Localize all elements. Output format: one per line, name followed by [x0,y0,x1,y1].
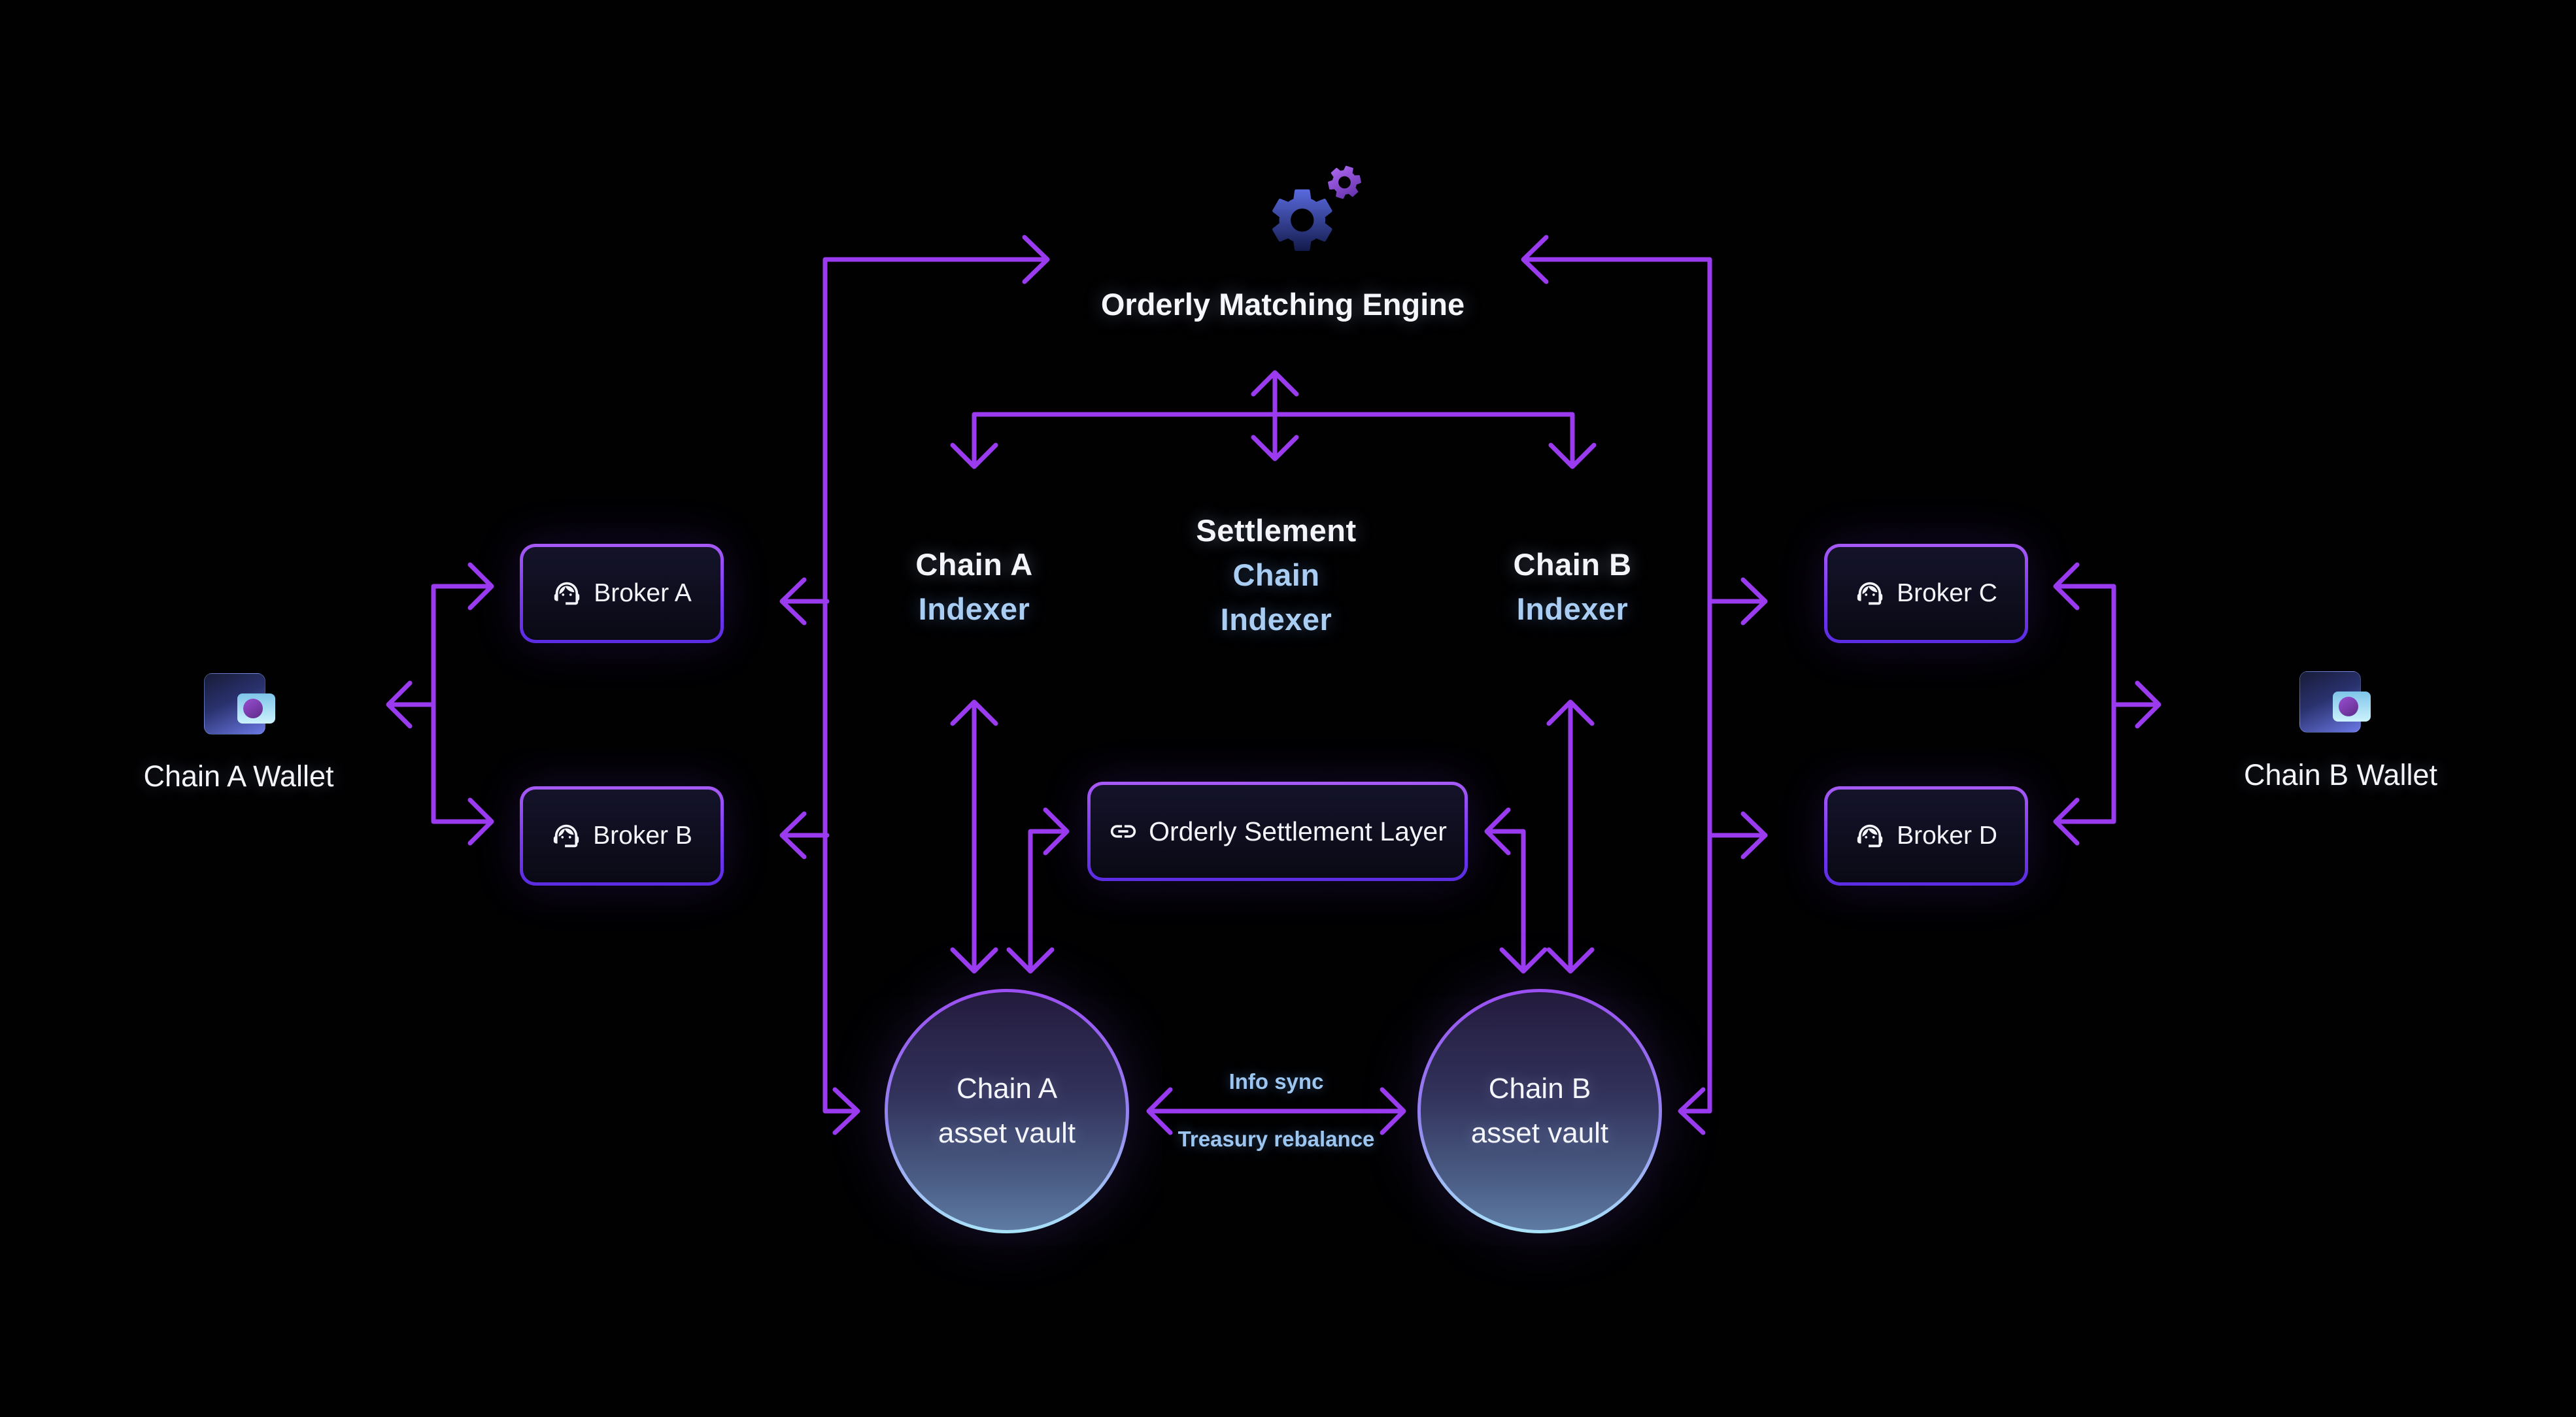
arrow-loop-left [822,235,1050,1135]
arrow-engine-indexers [950,370,1597,469]
broker-b-node: Broker B [520,786,724,886]
chain-a-indexer: Chain A Indexer [843,542,1105,631]
chain-a-indexer-line2: Indexer [918,592,1030,626]
headset-agent-icon [554,582,580,605]
arrow-settlement-right [1484,807,1548,974]
arrow-to-broker-d [1707,811,1768,859]
broker-d-label: Broker D [1897,822,1997,850]
arrow-wallet-b-brokers [2053,562,2161,846]
link-icon [1110,825,1136,838]
vault-b-line1: Chain B [1488,1073,1591,1105]
settlement-layer-label: Orderly Settlement Layer [1149,816,1447,846]
arrow-to-broker-a [779,577,830,625]
broker-d-node: Broker D [1824,786,2028,886]
broker-b-label: Broker B [593,822,692,850]
arrow-loop-right [1521,235,1712,1135]
broker-c-label: Broker C [1897,579,1997,607]
wallet-card [237,693,275,724]
headset-agent-icon [553,824,579,848]
settlement-layer-node: Orderly Settlement Layer [1087,782,1468,881]
settlement-indexer-line1: Settlement [1196,513,1357,548]
chain-b-indexer: Chain B Indexer [1442,542,1703,631]
headset-agent-icon [1857,824,1883,848]
wallet-card [2333,692,2371,722]
arrow-to-broker-c [1707,577,1768,625]
settlement-indexer-line2: Chain [1232,558,1320,592]
wallet-icon [2299,671,2371,733]
vault-a-line2: asset vault [938,1117,1076,1149]
vault-a-line1: Chain A [956,1073,1058,1105]
gears-icon [1272,165,1361,251]
broker-a-node: Broker A [520,544,724,643]
chain-b-asset-vault-node: Chain B asset vault [1417,989,1662,1233]
wallet-coin [2339,697,2358,716]
arrow-vault-sync [1146,1087,1406,1135]
broker-c-node: Broker C [1824,544,2028,643]
vault-b-line2: asset vault [1470,1117,1609,1149]
chain-a-wallet-label: Chain A Wallet [143,759,334,793]
chain-b-wallet-label: Chain B Wallet [2244,758,2437,792]
info-sync-label: Info sync [1229,1069,1324,1093]
arrow-wallet-a-brokers [386,562,494,846]
settlement-indexer-line3: Indexer [1220,602,1332,637]
arrow-to-broker-b [779,811,830,859]
chain-b-indexer-line1: Chain B [1513,547,1632,582]
broker-a-label: Broker A [594,579,692,607]
arrow-indexer-a-vault-a [950,699,998,974]
settlement-chain-indexer: Settlement Chain Indexer [1145,508,1407,642]
arrow-settlement-left [1006,807,1070,974]
wallet-coin [243,699,263,718]
chain-a-asset-vault-node: Chain A asset vault [885,989,1129,1233]
headset-agent-icon [1857,582,1883,605]
arrow-indexer-b-vault-b [1546,699,1595,974]
wallet-icon [204,673,275,735]
treasury-rebalance-label: Treasury rebalance [1178,1127,1375,1151]
matching-engine-node [1259,162,1376,270]
matching-engine-label: Orderly Matching Engine [1100,287,1465,322]
chain-b-indexer-line2: Indexer [1516,592,1629,626]
chain-a-indexer-line1: Chain A [915,547,1033,582]
